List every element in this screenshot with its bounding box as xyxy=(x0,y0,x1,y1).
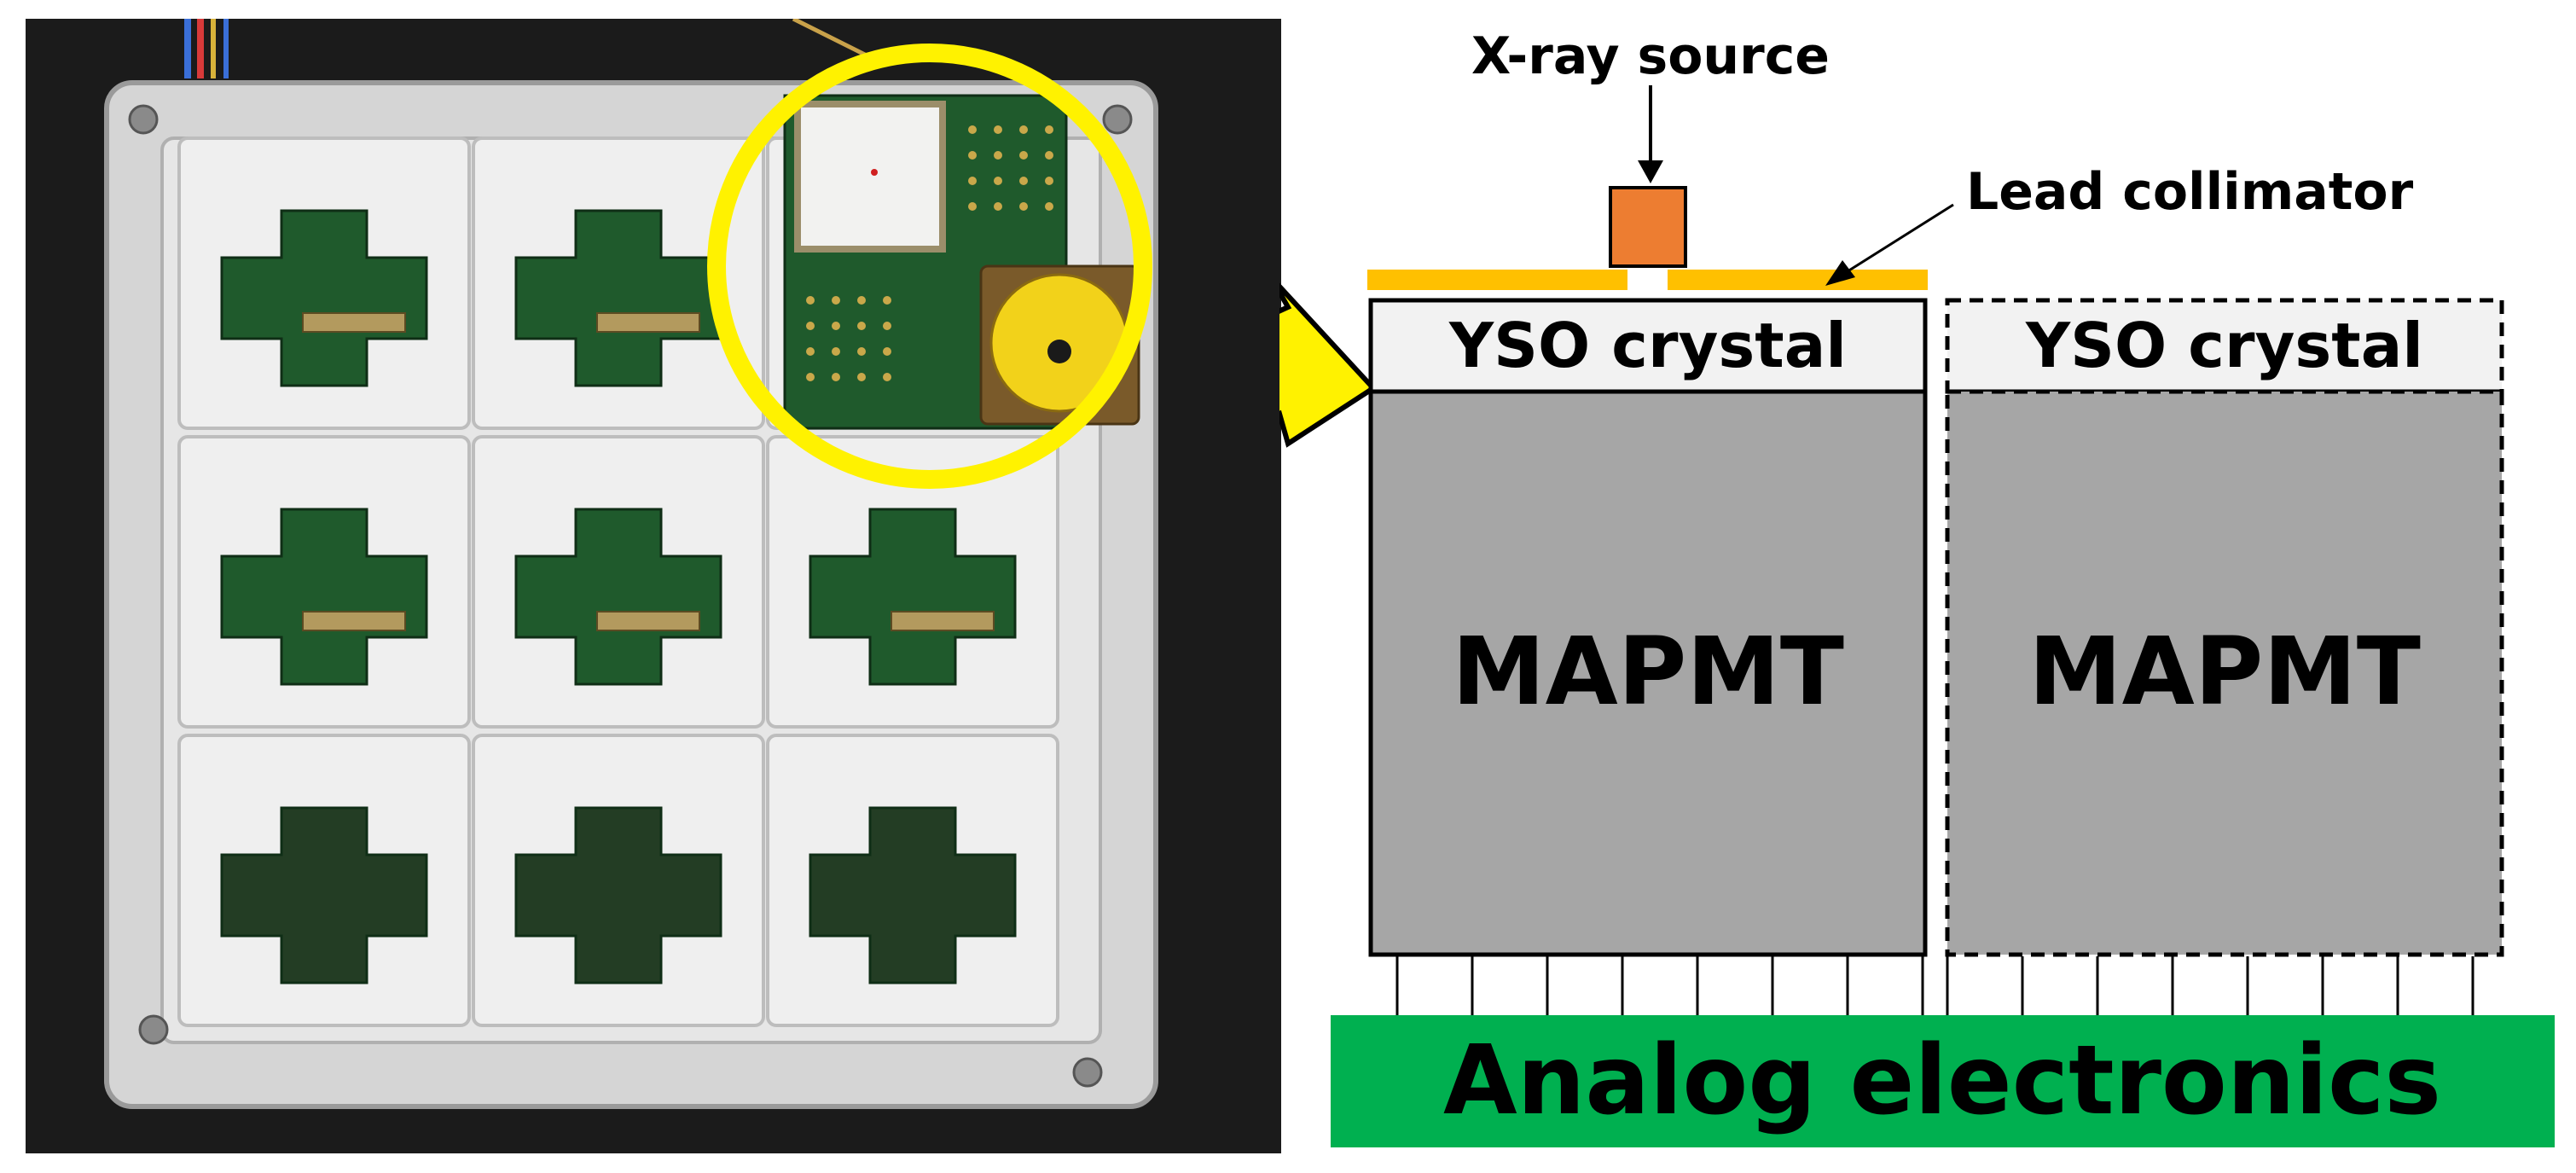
lead-collimator-pointer xyxy=(1844,203,1954,275)
lead-collimator-left xyxy=(1367,270,1627,290)
mapmt-right xyxy=(1945,389,2504,957)
yso-crystal-left xyxy=(1368,298,1928,394)
highlight-circle xyxy=(707,44,1152,489)
analog-electronics xyxy=(1331,1015,2555,1147)
xray-source xyxy=(1609,186,1687,268)
corner-screws xyxy=(128,104,1133,1088)
pcb-boards xyxy=(220,209,1017,984)
pointer-arrow xyxy=(1279,282,1378,448)
highlighted-module xyxy=(783,94,1140,430)
yso-crystal-left-label: YSO crystal xyxy=(1448,310,1847,381)
mapmt-left-label: MAPMT xyxy=(1452,617,1844,726)
connectors xyxy=(302,312,995,631)
lead-collimator-label: Lead collimator xyxy=(1966,162,2414,222)
mapmt-left xyxy=(1368,389,1928,957)
detector-photo xyxy=(26,19,1281,1153)
mapmt-right-label: MAPMT xyxy=(2028,617,2421,726)
lead-collimator-right xyxy=(1668,270,1928,290)
lead-collimator-pointer-head xyxy=(1825,260,1855,286)
schematic-diagram: X-ray source Lead collimator YSO crystal… xyxy=(1279,26,2555,1147)
analog-electronics-label: Analog electronics xyxy=(1443,1025,2441,1136)
xray-source-pointer-head xyxy=(1638,160,1663,183)
connector-pins xyxy=(1395,956,2474,1015)
yso-crystal-right-label: YSO crystal xyxy=(2025,310,2423,381)
xray-source-label: X-ray source xyxy=(1471,26,1830,86)
yso-crystal-right xyxy=(1945,298,2504,394)
